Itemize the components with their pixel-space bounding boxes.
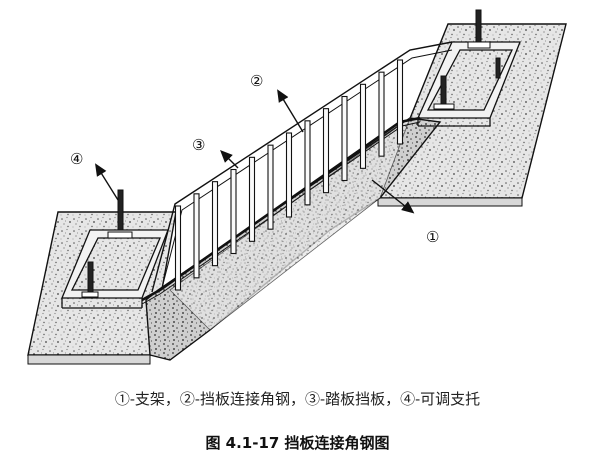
baffle-post — [285, 132, 293, 218]
baffle-post — [248, 156, 256, 242]
legend-text: ①-支架，②-挡板连接角钢，③-踏板挡板，④-可调支托 — [114, 390, 481, 408]
baffle-post — [378, 71, 385, 157]
callout-label-1: ① — [426, 228, 439, 246]
figure-caption: 图 4.1-17 挡板连接角钢图 — [205, 434, 390, 452]
baffle-post — [359, 83, 367, 169]
baffle-post — [341, 95, 348, 182]
angle-steel-rails — [141, 41, 453, 305]
baffle-post — [267, 144, 274, 230]
stair-formwork-diagram: ① ② ③ ④ — [27, 9, 567, 365]
callout-arrow-2 — [277, 89, 304, 133]
callout-label-4: ④ — [70, 150, 83, 168]
baffle-post — [322, 108, 330, 194]
baffle-post — [230, 168, 237, 255]
step-baffle-posts — [174, 59, 404, 291]
baffle-post — [174, 205, 182, 291]
callout-arrow-1 — [371, 179, 415, 214]
callout-label-3: ③ — [192, 136, 205, 154]
callout-label-2: ② — [250, 72, 263, 90]
adjustable-supports — [81, 9, 501, 298]
baffle-post — [304, 120, 311, 206]
baffle-post — [193, 193, 200, 279]
inclined-stair-slab — [145, 116, 442, 361]
callout-arrow-4 — [95, 163, 119, 201]
baffle-post — [211, 181, 219, 267]
callout-arrows — [95, 89, 415, 214]
callout-arrow-3 — [220, 150, 239, 169]
baffle-post — [396, 59, 404, 145]
